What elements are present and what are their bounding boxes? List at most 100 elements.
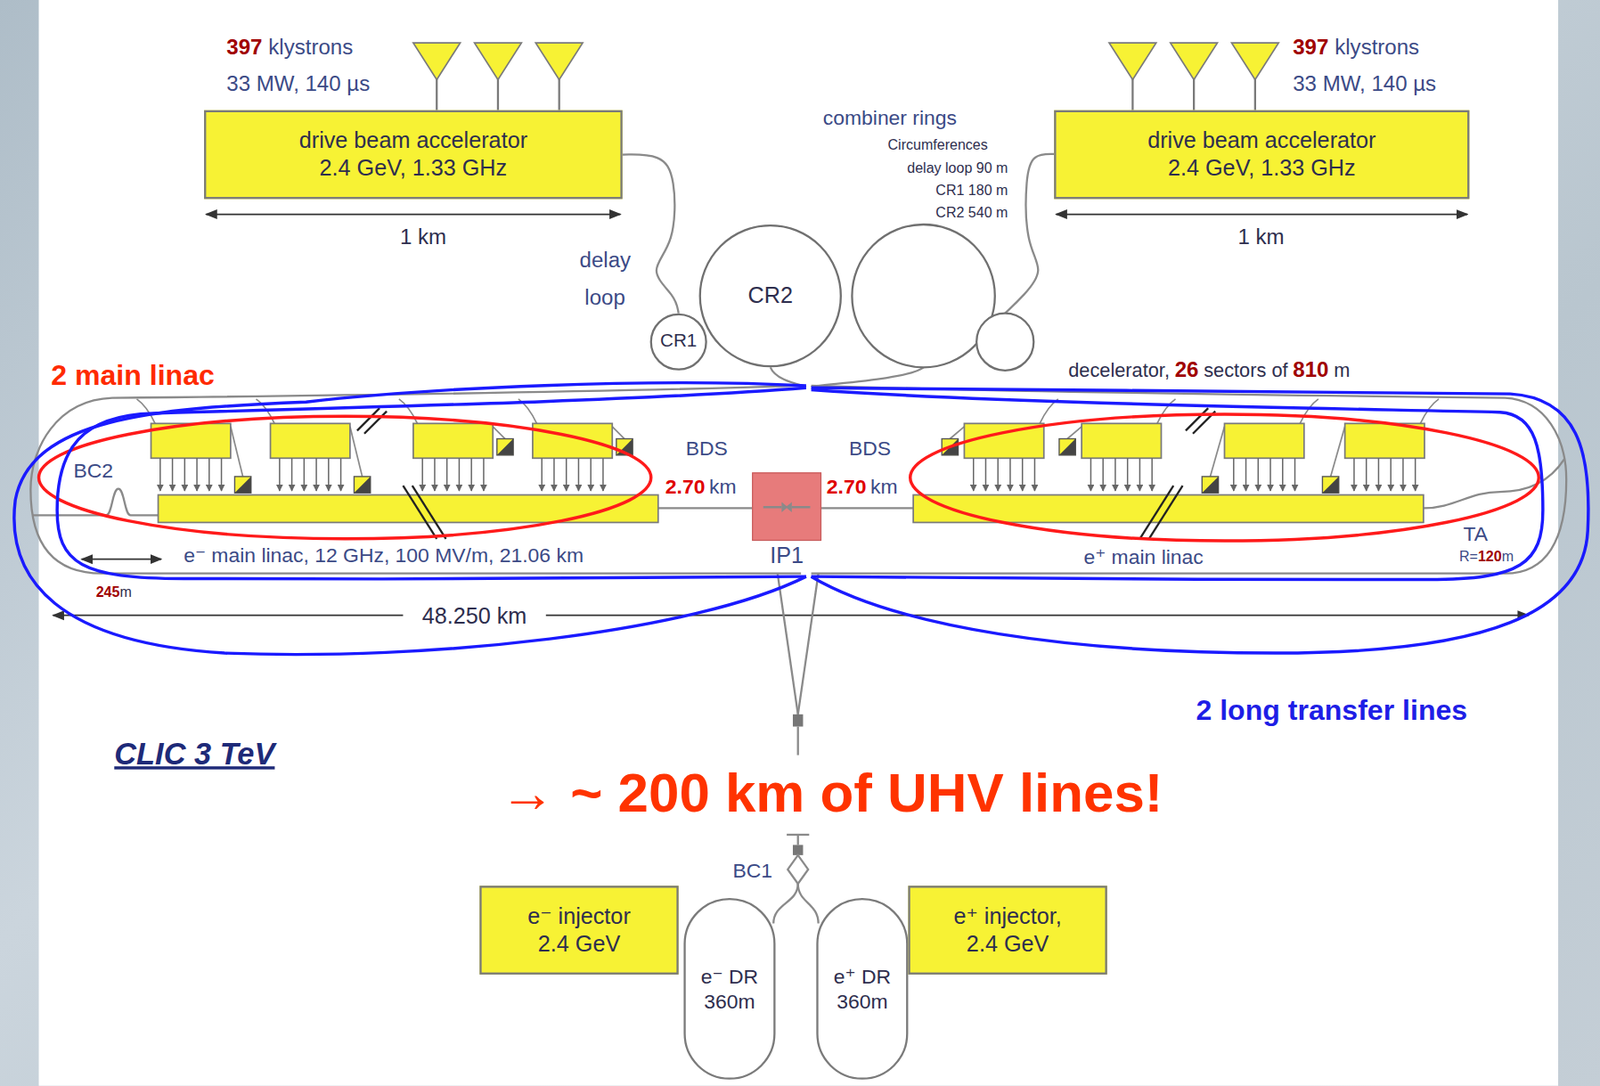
label-text: 397 <box>226 34 262 60</box>
break-mark <box>364 411 387 434</box>
drive-beam-feed <box>1157 399 1176 424</box>
ring-circle: CR2 <box>699 224 842 368</box>
label-group: → ~ 200 km of UHV lines! <box>497 759 1166 824</box>
drive-beam-feed <box>612 426 625 440</box>
rf-arrow <box>1269 457 1271 491</box>
node-text: CR2 <box>748 282 793 310</box>
label-group: BDS <box>847 436 894 460</box>
label-text: decelerator, <box>1068 359 1170 382</box>
dimension-line <box>205 213 621 216</box>
label-text: loop <box>584 285 625 311</box>
rf-arrow <box>470 457 472 491</box>
label-text: BC2 <box>73 458 114 482</box>
klystron-symbol <box>413 42 461 80</box>
beam-line-connector <box>622 154 679 313</box>
label-text: 2.70 <box>826 475 867 499</box>
ip-square <box>751 472 822 541</box>
combiner-ring <box>851 224 995 368</box>
label-text: 33 MW, 140 µs <box>1292 71 1437 97</box>
klystron-feed <box>1192 77 1195 111</box>
drive-beam-feed <box>1299 399 1319 424</box>
drive-beam-feed <box>1330 426 1346 477</box>
beam-arrow <box>763 506 783 508</box>
bunch-compressor <box>32 489 159 516</box>
node-text: 360m <box>703 988 755 1013</box>
ring-link <box>798 883 819 924</box>
break-mark <box>357 408 380 431</box>
injector-box: e⁺ injector,2.4 GeV <box>907 885 1107 975</box>
rf-arrow <box>195 457 197 491</box>
label-text: m <box>1333 359 1350 382</box>
main-linac-bar <box>158 495 659 523</box>
label-text: delay <box>579 247 632 273</box>
drive-beam-feed <box>1209 426 1225 477</box>
label-group: 2.70km <box>824 475 899 499</box>
extraction-line <box>777 573 799 715</box>
label-text: combiner rings <box>823 106 957 130</box>
label-text: 2 main linac <box>50 359 215 392</box>
label-text: R= <box>1459 547 1478 564</box>
label-group: delay <box>577 247 633 273</box>
rf-arrow <box>340 457 342 491</box>
bunch-compressor-symbol <box>787 855 809 884</box>
node-text: e⁻ injector <box>527 903 631 931</box>
rf-arrow <box>602 457 604 491</box>
node-text: 2.4 GeV <box>538 930 621 957</box>
label-group: 48.250 km <box>419 603 529 629</box>
label-group: 397klystrons <box>1290 34 1422 60</box>
rf-arrow <box>1389 457 1391 491</box>
break-mark <box>1139 485 1174 539</box>
label-group: 245m <box>93 583 134 600</box>
klystron-feed <box>1254 77 1257 111</box>
label-text: 2 long transfer lines <box>1195 693 1468 727</box>
rf-arrow <box>171 457 173 491</box>
decelerator-box <box>1224 423 1304 458</box>
label-group: 2 main linac <box>48 359 217 392</box>
rf-arrow <box>1257 457 1259 491</box>
label-text: CR1 180 m <box>935 181 1008 198</box>
dump-symbol <box>1059 439 1076 456</box>
klystron-feed <box>435 77 438 111</box>
node-text: e⁺ DR <box>833 963 891 988</box>
label-text: e⁻ main linac, 12 GHz, 100 MV/m, 21.06 k… <box>183 544 584 568</box>
rf-arrow <box>291 457 293 491</box>
label-group: loop <box>582 285 628 311</box>
rf-arrow <box>208 457 210 491</box>
rf-arrow <box>1353 457 1355 491</box>
label-text: → ~ 200 km of UHV lines! <box>499 759 1163 824</box>
drive-beam-feed <box>399 399 418 424</box>
damping-ring: e⁻ DR360m <box>683 897 776 1080</box>
dump-symbol <box>353 476 370 493</box>
break-mark <box>1149 485 1184 539</box>
break-mark <box>402 485 437 539</box>
highlight-ellipse <box>39 416 652 539</box>
ring-link <box>773 883 798 924</box>
rf-arrow <box>553 457 555 491</box>
node-text: CR1 <box>660 330 697 353</box>
klystron-feed <box>497 77 499 111</box>
rf-arrow <box>1102 457 1103 491</box>
rf-arrow <box>565 457 567 491</box>
ring-link <box>811 367 924 387</box>
rf-arrow <box>1281 457 1283 491</box>
drive-beam-feed <box>949 426 964 440</box>
label-text: BDS <box>848 436 891 460</box>
label-group: CR1 180 m <box>933 181 1011 198</box>
label-group: CLIC 3 TeV <box>112 736 278 773</box>
beam-delivery-line <box>821 506 914 509</box>
label-text: delay loop 90 m <box>906 159 1008 176</box>
label-text: CLIC 3 TeV <box>114 736 275 773</box>
label-group: delay loop 90 m <box>905 159 1011 176</box>
rf-arrow <box>1402 457 1404 491</box>
highlight-outline <box>811 387 1589 654</box>
dump-symbol <box>1059 439 1076 456</box>
node-text: e⁺ injector, <box>954 903 1062 931</box>
label-text: e⁺ main linac <box>1083 546 1203 570</box>
highlight-outline <box>57 387 807 580</box>
rf-arrow <box>589 457 591 491</box>
rf-arrow <box>433 457 435 491</box>
drive-beam-feed <box>230 426 244 477</box>
highlight-outline <box>811 390 1543 580</box>
